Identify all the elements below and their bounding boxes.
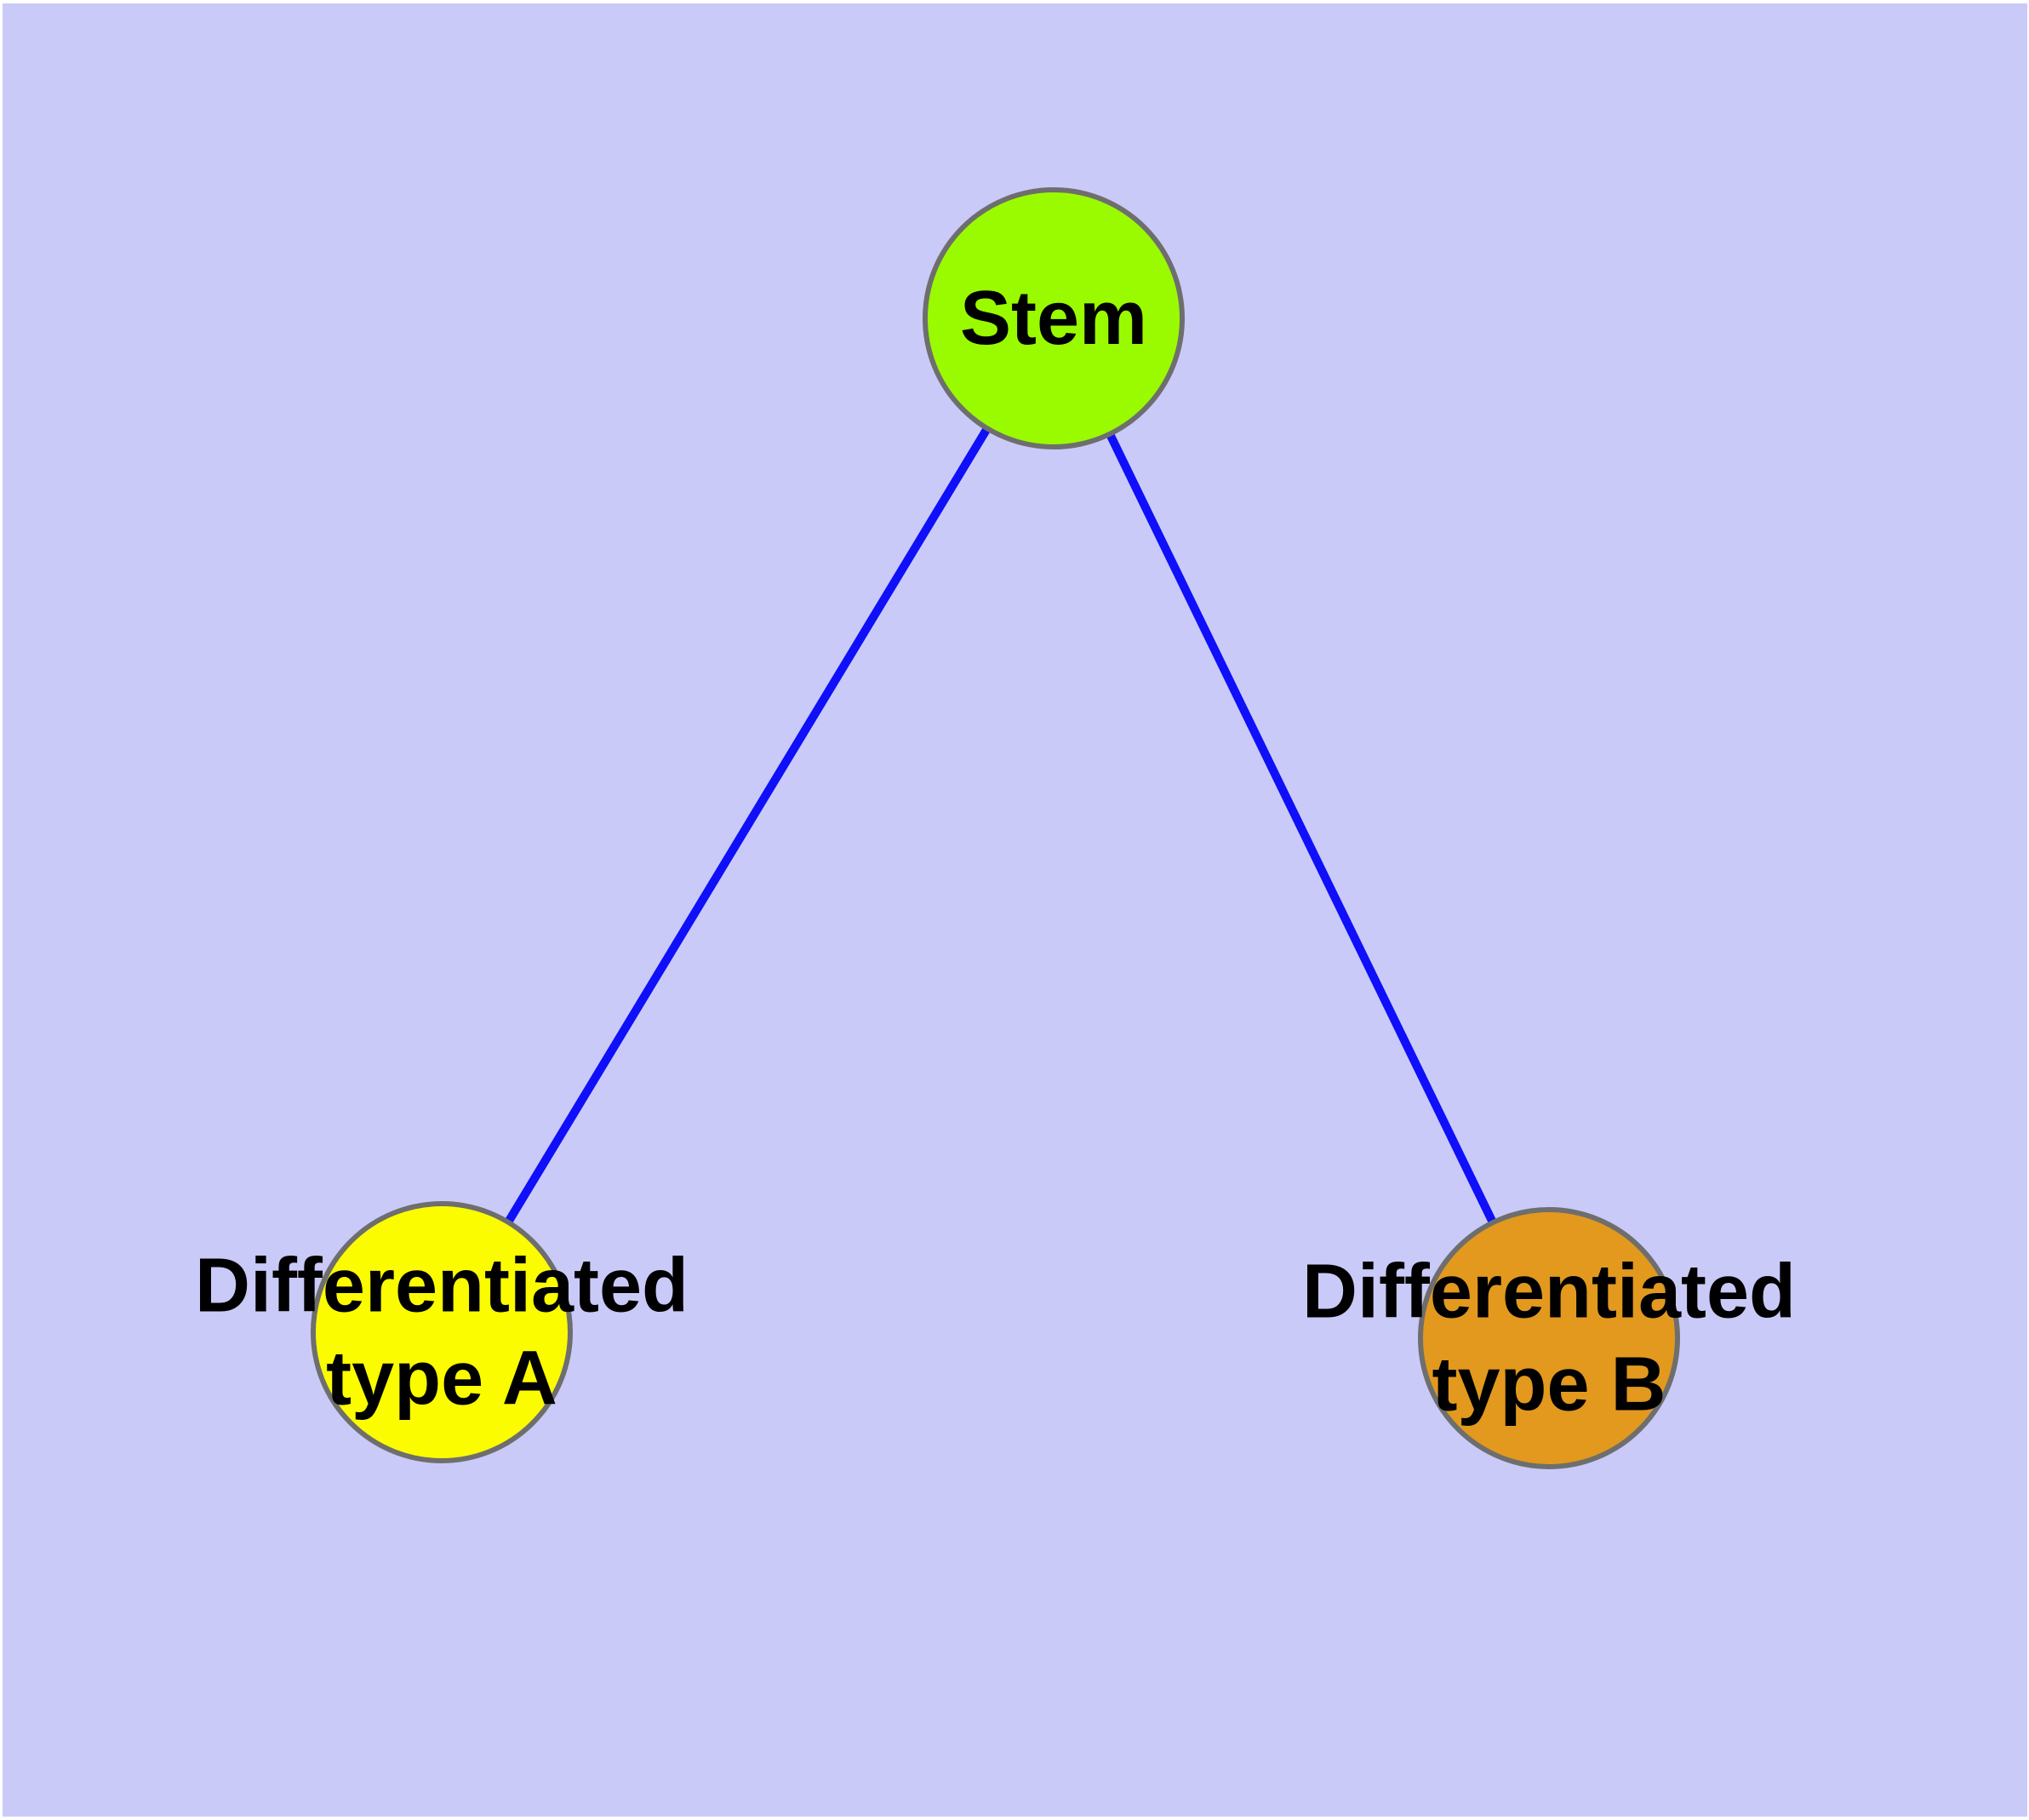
edge-stem-diff-type-a xyxy=(437,316,1058,1335)
node-layer xyxy=(311,187,1680,1469)
node-diff-type-a xyxy=(311,1201,573,1463)
node-stem xyxy=(923,187,1185,449)
edge-stem-diff-type-b xyxy=(1049,316,1553,1341)
edge-layer xyxy=(437,316,1553,1341)
node-diff-type-b xyxy=(1418,1207,1680,1469)
